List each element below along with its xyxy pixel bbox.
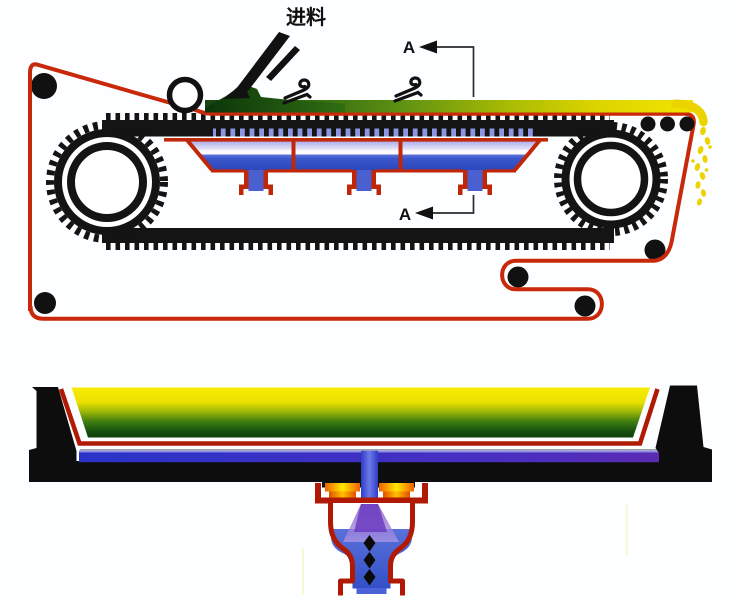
left-frame-post	[29, 387, 77, 462]
wash-nozzle-icon	[393, 76, 423, 103]
filtrate-pool	[199, 154, 528, 171]
conveyor-belt	[102, 113, 614, 250]
wash-nozzle-icon	[282, 78, 312, 105]
belt-bottom-run	[102, 228, 614, 243]
feed-chute	[224, 32, 300, 99]
vacuum-box-interior	[189, 141, 538, 171]
drain-leg	[347, 170, 381, 195]
side-view: A A 进料	[28, 6, 712, 321]
flow-arrow-icon	[363, 535, 376, 586]
section-arrow-icon	[415, 206, 433, 220]
section-marker-top: A	[403, 38, 475, 97]
discharge-rollers	[640, 116, 695, 132]
drain-leg	[239, 170, 273, 195]
scan-artifact	[626, 505, 628, 555]
cake-discharge-corner	[670, 99, 708, 127]
s-curve-roller	[507, 266, 529, 288]
right-frame-post	[655, 385, 712, 462]
section-view	[29, 385, 712, 596]
press-roller	[166, 76, 204, 114]
cloth-rollers	[31, 73, 666, 317]
vacuum-box-outline	[164, 138, 548, 195]
s-curve-roller	[644, 239, 666, 261]
belt-drain-slots	[213, 128, 537, 137]
pipe-flanges	[325, 483, 414, 500]
drain-leg	[458, 170, 492, 195]
section-marker-bottom: A	[399, 195, 475, 224]
bottom-left-roller	[34, 292, 56, 314]
falling-cake-particles	[691, 126, 712, 206]
top-left-roller	[31, 73, 57, 99]
right-gear-wheel	[554, 122, 668, 236]
s-curve-roller	[574, 295, 596, 317]
scan-artifact	[302, 548, 304, 595]
filtrate-pipe	[361, 450, 378, 513]
box-top-line	[164, 138, 548, 142]
feed-label: 进料	[286, 6, 326, 29]
section-arrow-icon	[419, 40, 437, 54]
section-label-a-top: A	[403, 38, 415, 57]
cake-cross-section	[71, 387, 650, 438]
filter-cloth-path	[28, 62, 696, 321]
box-divider	[291, 139, 296, 171]
box-divider	[398, 139, 403, 171]
filtrate-receiver	[315, 483, 428, 596]
left-gear-wheel	[46, 121, 168, 243]
filtrate-spray	[354, 504, 387, 532]
section-label-a-bottom: A	[399, 205, 411, 224]
trough-outline	[58, 388, 660, 446]
